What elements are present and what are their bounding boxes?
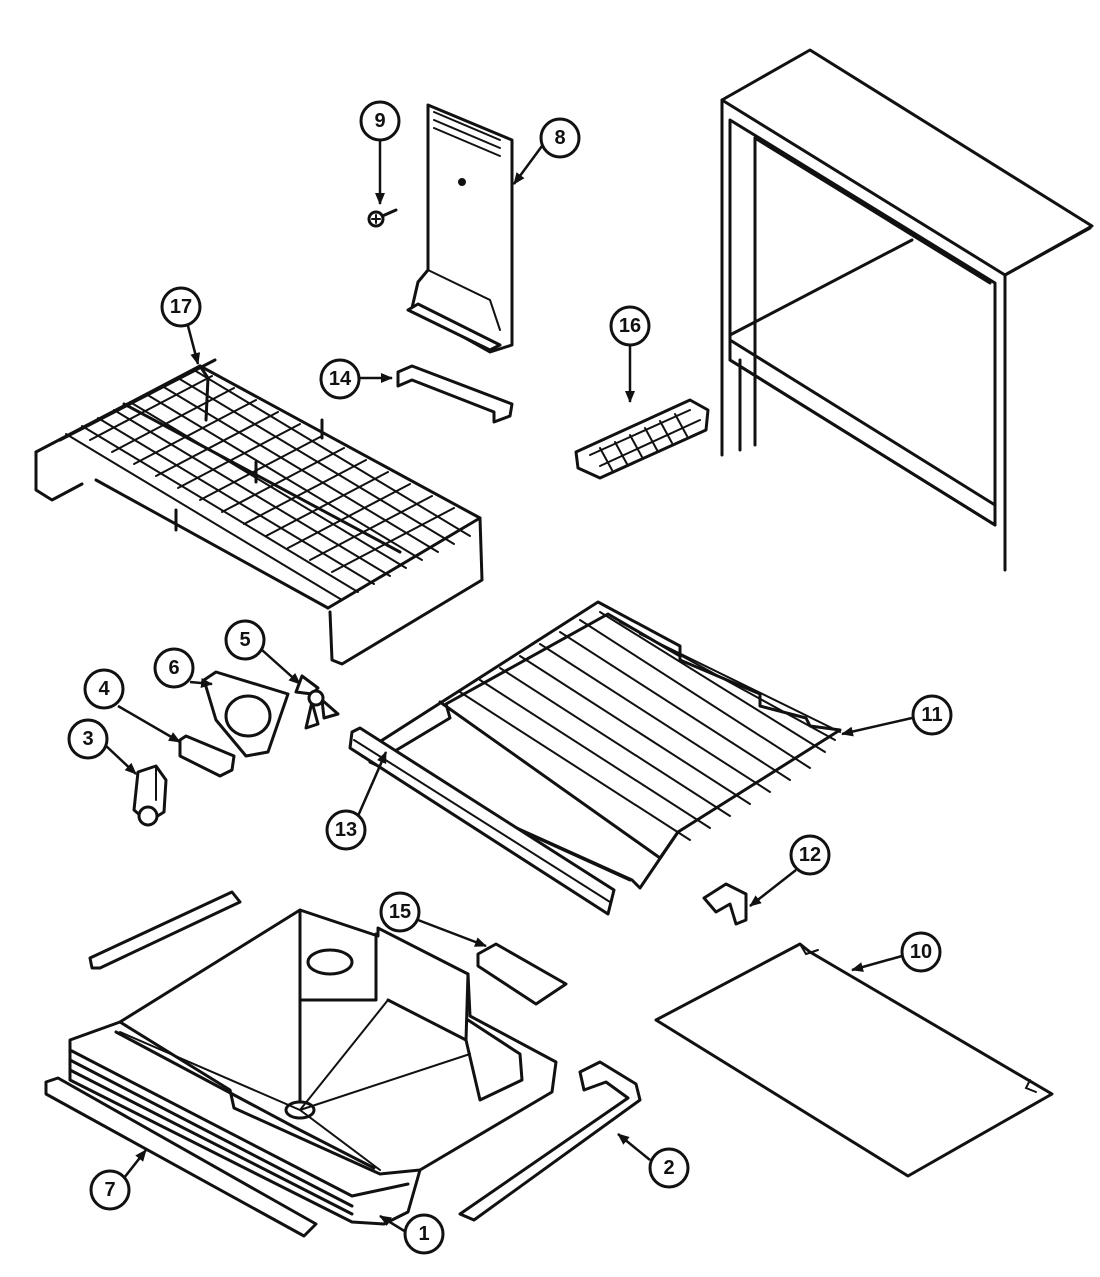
callout-12: 12 [749,834,831,907]
part-1-crisper-pan [68,908,558,1226]
part-7-rail [44,1076,318,1238]
part-14-bracket [396,364,514,424]
svg-text:1: 1 [418,1223,429,1245]
part-11-crisper-cover [368,600,842,890]
svg-text:4: 4 [98,678,110,700]
part-6-fan-bracket [202,670,290,758]
part-16-ice-tray [574,398,710,480]
callout-10: 10 [851,931,942,973]
svg-text:10: 10 [910,941,932,963]
svg-text:11: 11 [921,704,942,726]
callout-3: 3 [67,718,137,775]
part-13-trim-strip [348,726,616,916]
svg-text:9: 9 [374,110,385,132]
svg-text:3: 3 [82,728,93,750]
svg-text:7: 7 [104,1179,115,1201]
part-9-screw [367,208,398,228]
callout-16: 16 [609,305,651,403]
svg-text:8: 8 [554,127,565,149]
callout-13: 13 [325,751,388,851]
callout-15: 15 [379,891,487,948]
svg-text:5: 5 [239,629,250,651]
callout-14: 14 [319,358,393,400]
part-10-glass-shelf [654,942,1054,1178]
callout-11: 11 [841,694,953,737]
callout-5: 5 [224,619,301,685]
part-2-rail [458,1060,642,1222]
callout-8: 8 [512,117,581,185]
part-3-thermostat [132,764,168,827]
part-15-panel [476,942,568,1006]
svg-text:14: 14 [329,368,352,390]
svg-text:12: 12 [799,844,821,866]
callout-4: 4 [83,668,181,744]
svg-text:16: 16 [619,315,641,337]
callout-9: 9 [359,100,401,205]
callout-1: 1 [379,1213,445,1255]
svg-text:2: 2 [663,1157,674,1179]
part-17-wire-shelf [34,358,484,666]
callout-2: 2 [617,1133,690,1189]
part-4-bracket [178,734,236,778]
callout-6: 6 [153,647,213,689]
svg-text:13: 13 [335,819,357,841]
cabinet-outline [720,48,1094,572]
svg-text:15: 15 [389,901,411,923]
callout-7: 7 [89,1149,147,1211]
callout-17: 17 [160,286,202,365]
svg-text:6: 6 [168,657,179,679]
part-8-duct-cover [406,103,514,354]
part-5-fan-blade [294,674,340,730]
rail-back-left [88,890,242,970]
part-12-clip [702,882,748,926]
svg-text:17: 17 [170,296,192,318]
